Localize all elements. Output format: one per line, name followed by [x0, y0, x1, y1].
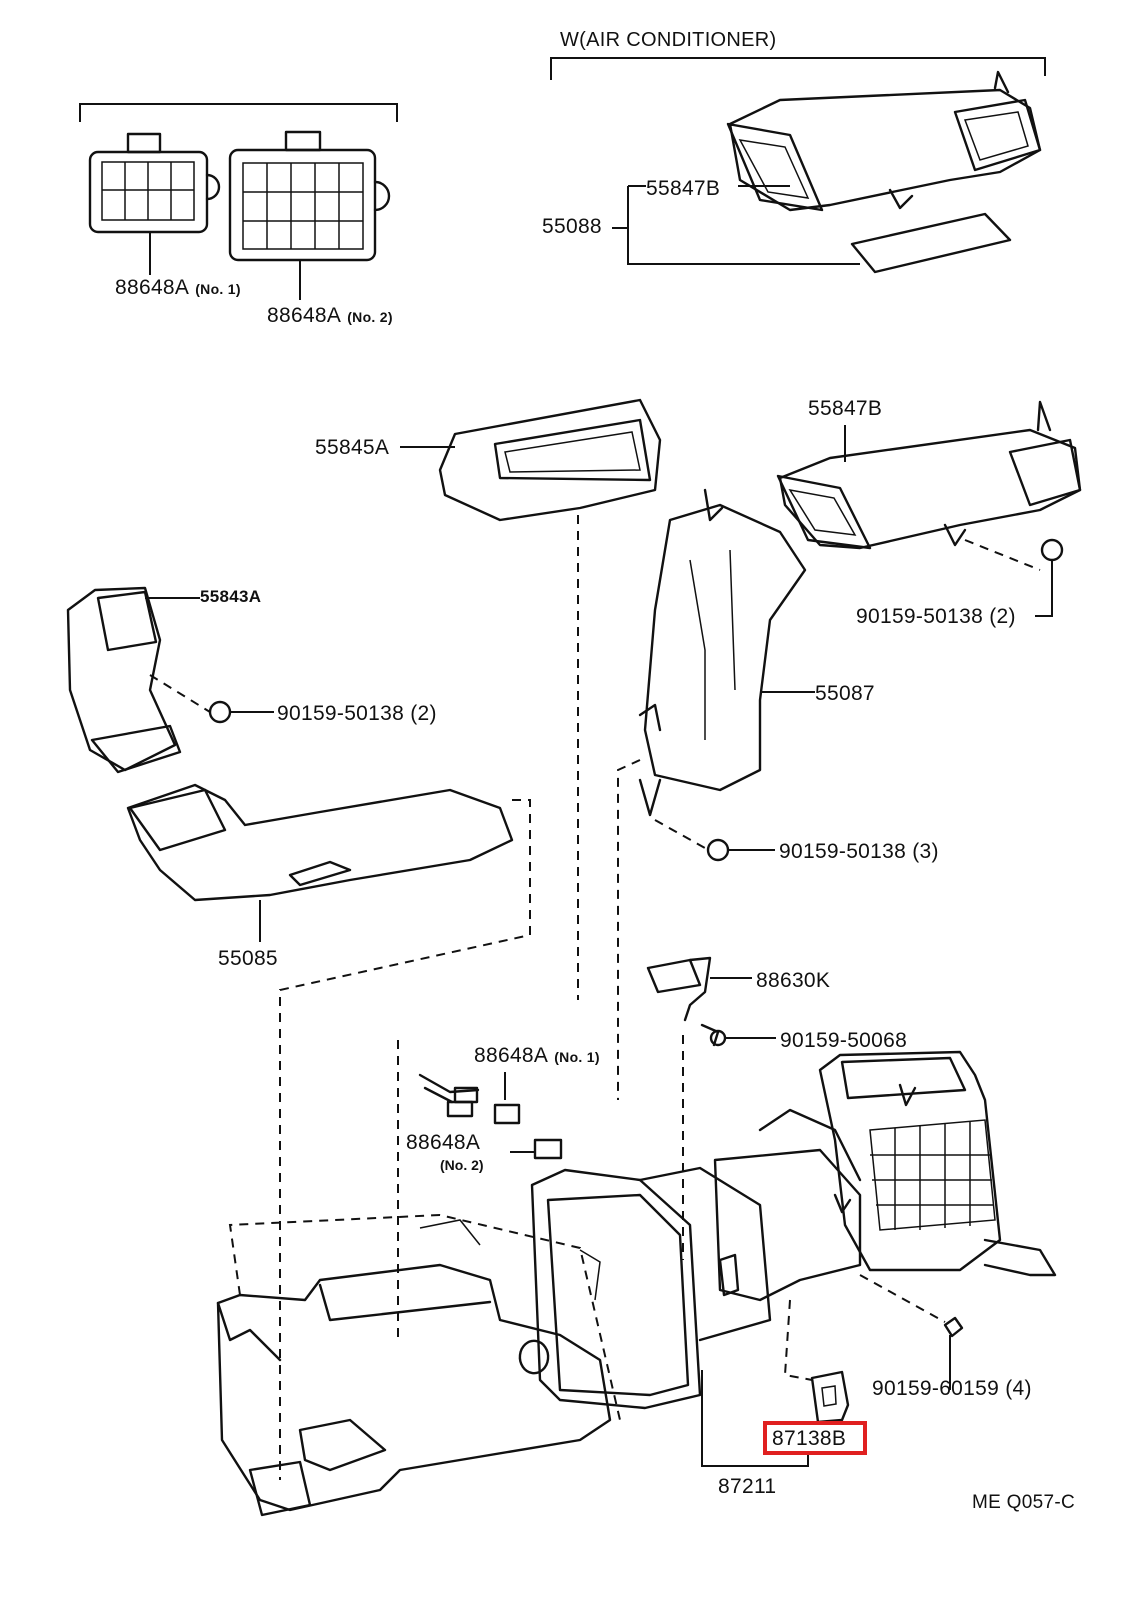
duct-55843a-drawing	[66, 586, 274, 774]
connector-88648a-group-drawing	[79, 103, 398, 300]
connector-middle-drawing	[397, 1040, 563, 1340]
duct-55847b-drawing	[776, 400, 1082, 617]
part-label-87211: 87211	[718, 1475, 777, 1498]
part-number: 88648A	[115, 276, 190, 299]
part-label-55088: 55088	[542, 215, 602, 238]
part-label-90159-60159: 90159-60159 (4)	[872, 1377, 1032, 1400]
part-label-55085: 55085	[218, 947, 278, 970]
part-label-90159-50138-2-right: 90159-50138 (2)	[856, 605, 1016, 628]
part-label-90159-50068: 90159-50068	[780, 1029, 908, 1052]
part-label-90159-50138-3: 90159-50138 (3)	[779, 840, 939, 863]
part-label-55847b-top: 55847B	[646, 177, 721, 200]
part-number: 88648A	[267, 304, 342, 327]
part-label-87138b: 87138B	[772, 1427, 847, 1450]
part-label-90159-50138-2-left: 90159-50138 (2)	[277, 702, 437, 725]
part-label-55847b-mid: 55847B	[808, 397, 883, 420]
part-label-88630k: 88630K	[756, 969, 831, 992]
part-number: 88648A	[474, 1044, 549, 1067]
part-label-55845a: 55845A	[315, 436, 390, 459]
part-label-no2-mid: (No. 2)	[440, 1157, 484, 1173]
duct-55085-drawing	[126, 783, 531, 1480]
part-variant: (No. 1)	[554, 1049, 600, 1065]
highlight-box-87138b	[763, 1421, 867, 1455]
part-label-88648a-no2-top: 88648A (No. 2)	[267, 305, 393, 326]
diagram-code: ME Q057-C	[972, 1492, 1076, 1513]
part-label-55843a: 55843A	[200, 587, 262, 606]
part-label-88648a-no1-top: 88648A (No. 1)	[115, 277, 241, 298]
part-variant: (No. 2)	[347, 309, 393, 325]
heater-assembly-drawing	[216, 1050, 1057, 1517]
part-label-88648a-no2-mid: 88648A	[406, 1131, 481, 1154]
ac-title-label: W(AIR CONDITIONER)	[560, 29, 777, 51]
ac-duct-group-drawing	[550, 57, 1046, 274]
part-label-55087: 55087	[815, 682, 875, 705]
part-label-88648a-no1-mid: 88648A (No. 1)	[474, 1045, 600, 1066]
part-variant: (No. 1)	[195, 281, 241, 297]
hardware-88630k-drawing	[646, 956, 776, 1260]
duct-55845a-drawing	[400, 398, 662, 1000]
duct-55087-drawing	[617, 488, 815, 1100]
